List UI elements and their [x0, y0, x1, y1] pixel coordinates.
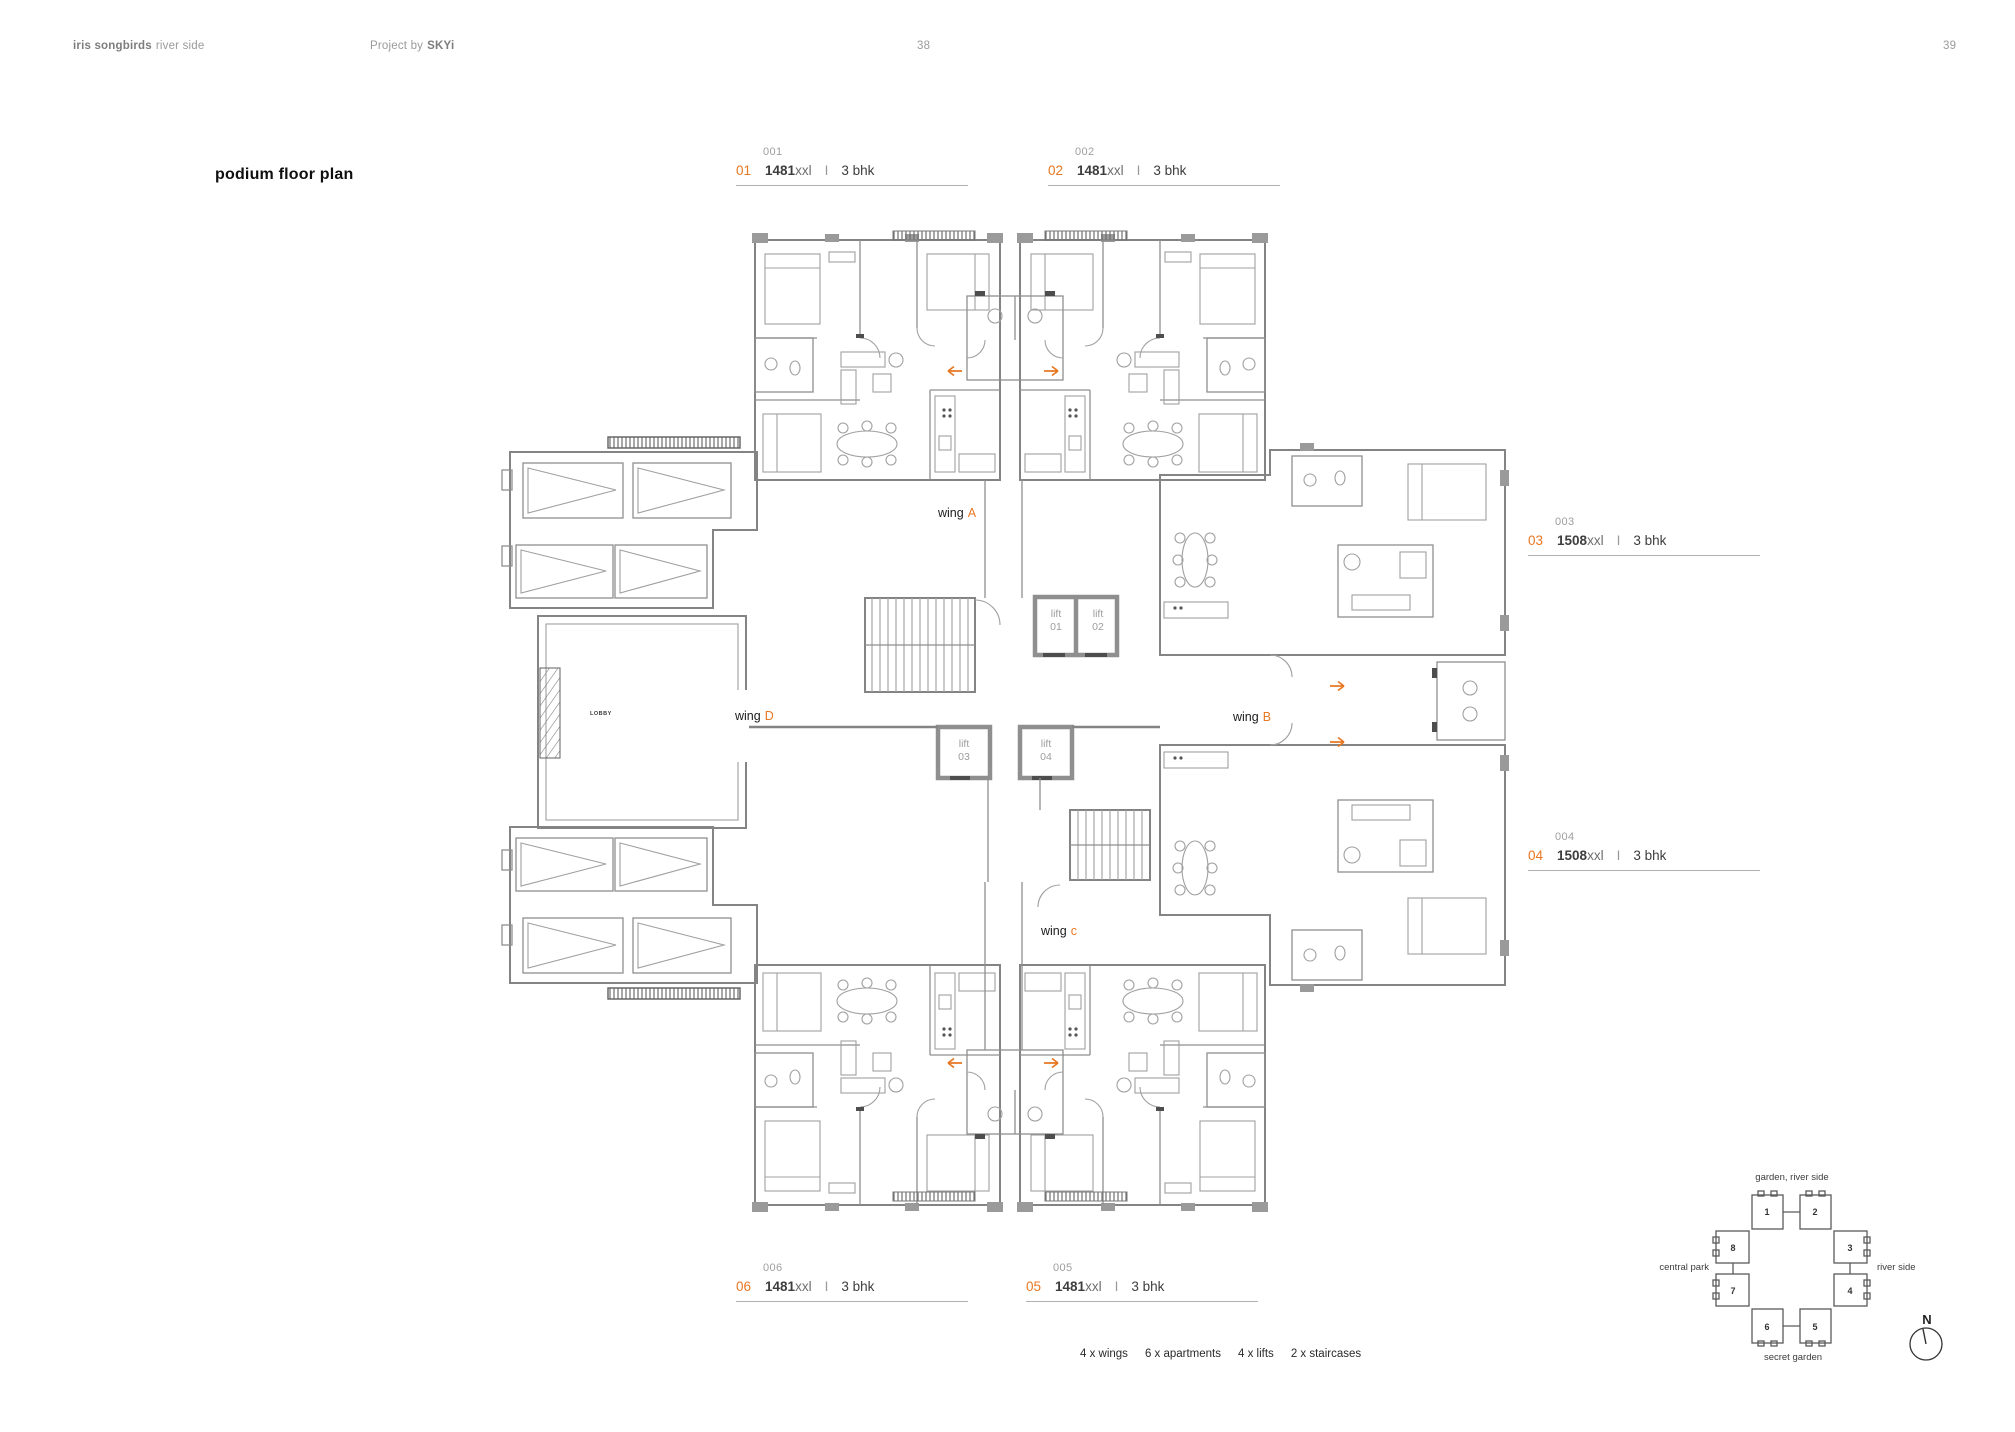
keyplan-block-3: 3 — [1833, 1230, 1871, 1264]
balcony-strip — [892, 230, 976, 241]
svg-text:3: 3 — [1847, 1243, 1852, 1253]
keyplan-block-2: 2 — [1799, 1190, 1832, 1230]
lift-shaft-04 — [1017, 724, 1075, 781]
unit-area: 1481 — [765, 163, 796, 178]
compass-icon: N — [1909, 1312, 1943, 1361]
unit-type: 3 bhk — [841, 163, 875, 178]
entry-foyer-top — [966, 291, 1064, 381]
unit-code: 003 — [1555, 516, 1575, 528]
unit-number: 04 — [1528, 848, 1544, 863]
unit-code: 004 — [1555, 831, 1575, 843]
unit-code: 001 — [763, 146, 783, 158]
svg-text:N: N — [1922, 1312, 1931, 1327]
svg-text:6: 6 — [1764, 1322, 1769, 1332]
unit-code: 002 — [1075, 146, 1095, 158]
lobby-label: LOBBY — [590, 711, 612, 717]
entry-arrow-icons — [947, 365, 1345, 1069]
unit-type: 3 bhk — [1131, 1279, 1165, 1294]
balcony-strip — [892, 1191, 976, 1202]
balcony-strip — [1044, 1191, 1128, 1202]
unit-005-plan — [1016, 964, 1269, 1213]
plan-statistics: 4 x wings 6 x apartments 4 x lifts 2 x s… — [1080, 1348, 1361, 1360]
svg-text:1: 1 — [1764, 1207, 1769, 1217]
lift-shaft-03 — [935, 724, 993, 781]
unit-type: 3 bhk — [841, 1279, 875, 1294]
podium-ramp-hall-bottom — [501, 826, 758, 984]
keyplan-label-right: river side — [1877, 1262, 1916, 1273]
entry-foyer-right — [1269, 654, 1506, 746]
keyplan-block-5: 5 — [1799, 1308, 1832, 1347]
page-number-left: 38 — [917, 40, 931, 52]
svg-text:7: 7 — [1730, 1286, 1735, 1296]
unit-area: 1508 — [1557, 848, 1588, 863]
svg-text:4: 4 — [1847, 1286, 1852, 1296]
svg-text:5: 5 — [1812, 1322, 1817, 1332]
keyplan-block-7: 7 — [1712, 1273, 1750, 1307]
stat-staircases: 2 x staircases — [1290, 1348, 1362, 1360]
unit-number: 03 — [1528, 533, 1544, 548]
staircase-lower — [1037, 809, 1151, 908]
staircase-upper — [864, 597, 1001, 693]
lift-bank-upper — [1032, 594, 1120, 658]
keyplan-block-6: 6 — [1751, 1308, 1784, 1347]
stat-lifts: 4 x lifts — [1238, 1348, 1274, 1360]
unit-number: 02 — [1048, 163, 1064, 178]
page-number-right: 39 — [1943, 40, 1957, 52]
unit-code: 006 — [763, 1262, 783, 1274]
unit-006-plan — [751, 964, 1004, 1213]
unit-001-plan — [751, 232, 1004, 481]
page-title: podium floor plan — [215, 166, 354, 183]
unit-number: 06 — [736, 1279, 752, 1294]
balcony-strip — [1044, 230, 1128, 241]
unit-area: 1481 — [1055, 1279, 1086, 1294]
entry-foyer-bottom — [966, 1049, 1064, 1139]
keyplan-block-8: 8 — [1712, 1230, 1750, 1264]
unit-area: 1508 — [1557, 533, 1588, 548]
keyplan-block-4: 4 — [1833, 1273, 1871, 1307]
louver-strip-bottom — [607, 987, 741, 1000]
keyplan-label-bottom: secret garden — [1763, 1352, 1823, 1363]
unit-type: 3 bhk — [1633, 533, 1667, 548]
unit-type: 3 bhk — [1633, 848, 1667, 863]
unit-number: 05 — [1026, 1279, 1042, 1294]
unit-area: 1481 — [765, 1279, 796, 1294]
site-key-plan: 1 2 3 4 5 6 7 — [1712, 1190, 1943, 1361]
keyplan-block-1: 1 — [1751, 1190, 1784, 1230]
brand-name: iris songbirds — [73, 40, 152, 52]
keyplan-label-top: garden, river side — [1755, 1172, 1829, 1183]
svg-text:8: 8 — [1730, 1243, 1735, 1253]
lobby-room — [537, 615, 749, 829]
unit-area: 1481 — [1077, 163, 1108, 178]
unit-type: 3 bhk — [1153, 163, 1187, 178]
project-name: SKYi — [427, 40, 455, 52]
keyplan-label-left: central park — [1659, 1262, 1709, 1273]
unit-004-plan — [1159, 744, 1509, 992]
unit-code: 005 — [1053, 1262, 1073, 1274]
podium-ramp-hall-top — [501, 451, 758, 609]
stat-apartments: 6 x apartments — [1144, 1348, 1222, 1360]
unit-number: 01 — [736, 163, 752, 178]
stat-wings: 4 x wings — [1080, 1348, 1128, 1360]
louver-strip-top — [607, 436, 741, 449]
unit-003-plan — [1159, 443, 1509, 656]
svg-text:2: 2 — [1812, 1207, 1817, 1217]
brand-suffix: river side — [155, 40, 205, 52]
